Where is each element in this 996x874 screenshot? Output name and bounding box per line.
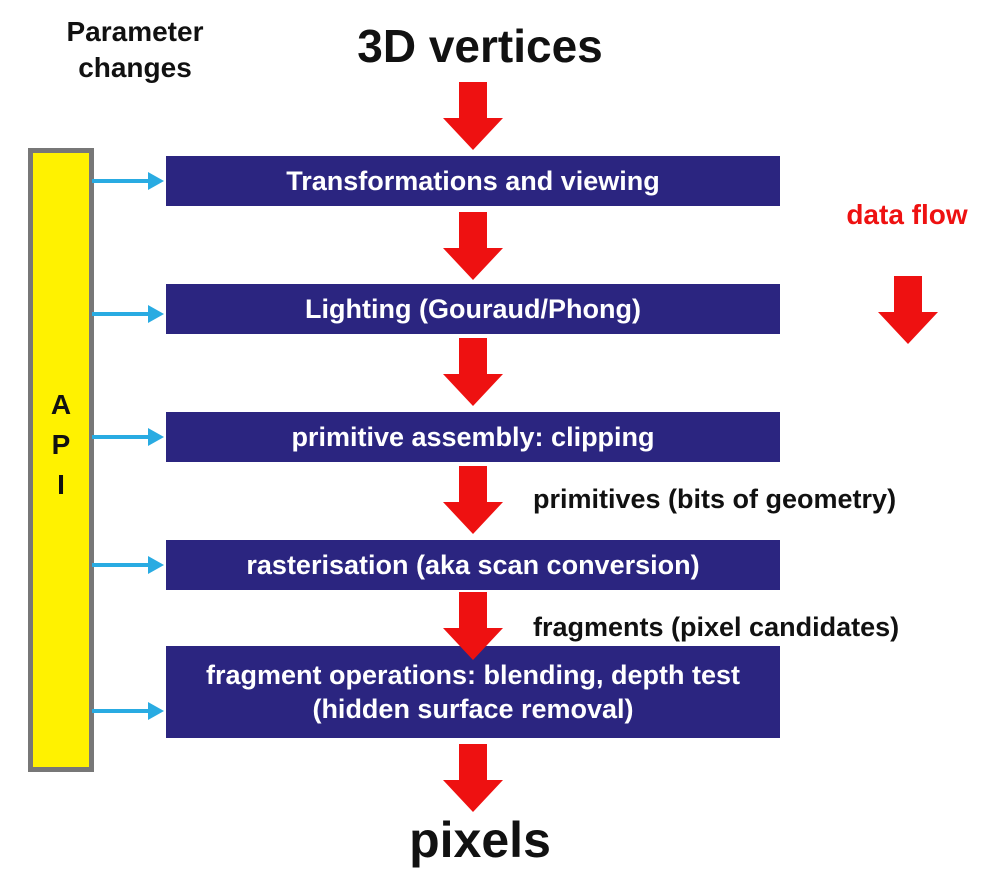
- stage-primitive-assembly-label: primitive assembly: clipping: [291, 422, 655, 452]
- flow-arrow-icon: [443, 338, 503, 406]
- data-flow-arrow-icon: [878, 276, 938, 344]
- stage-fragment-operations: fragment operations: blending, depth tes…: [166, 646, 780, 738]
- flow-arrow-icon: [443, 592, 503, 660]
- output-title: pixels: [409, 812, 551, 868]
- input-title: 3D vertices: [357, 20, 603, 72]
- flow-arrow-icon: [443, 744, 503, 812]
- api-arrowhead-icon: [148, 556, 164, 574]
- stage-transformations: Transformations and viewing: [166, 156, 780, 206]
- stage-rasterisation: rasterisation (aka scan conversion): [166, 540, 780, 590]
- api-arrowhead-icon: [148, 172, 164, 190]
- api-arrowhead-icon: [148, 305, 164, 323]
- flow-arrow-icon: [443, 82, 503, 150]
- flow-arrow-icon: [443, 466, 503, 534]
- api-arrowhead-icon: [148, 428, 164, 446]
- primitives-annotation: primitives (bits of geometry): [533, 484, 897, 514]
- api-letter-p: P: [51, 429, 71, 460]
- data-flow-label: data flow: [846, 199, 968, 230]
- flow-arrow-icon: [443, 212, 503, 280]
- stage-rasterisation-label: rasterisation (aka scan conversion): [246, 550, 700, 580]
- fragments-annotation: fragments (pixel candidates): [533, 612, 900, 642]
- parameter-changes-label: Parameter changes: [66, 16, 204, 83]
- api-letter-a: A: [50, 389, 72, 420]
- stage-lighting-label: Lighting (Gouraud/Phong): [305, 294, 641, 324]
- api-label: A P I: [33, 385, 89, 505]
- api-letter-i: I: [57, 469, 65, 500]
- api-bar: A P I: [28, 148, 94, 772]
- api-arrowhead-icon: [148, 702, 164, 720]
- stage-transformations-label: Transformations and viewing: [286, 166, 660, 196]
- stage-fragment-operations-label: fragment operations: blending, depth tes…: [205, 660, 740, 724]
- stage-lighting: Lighting (Gouraud/Phong): [166, 284, 780, 334]
- stage-primitive-assembly: primitive assembly: clipping: [166, 412, 780, 462]
